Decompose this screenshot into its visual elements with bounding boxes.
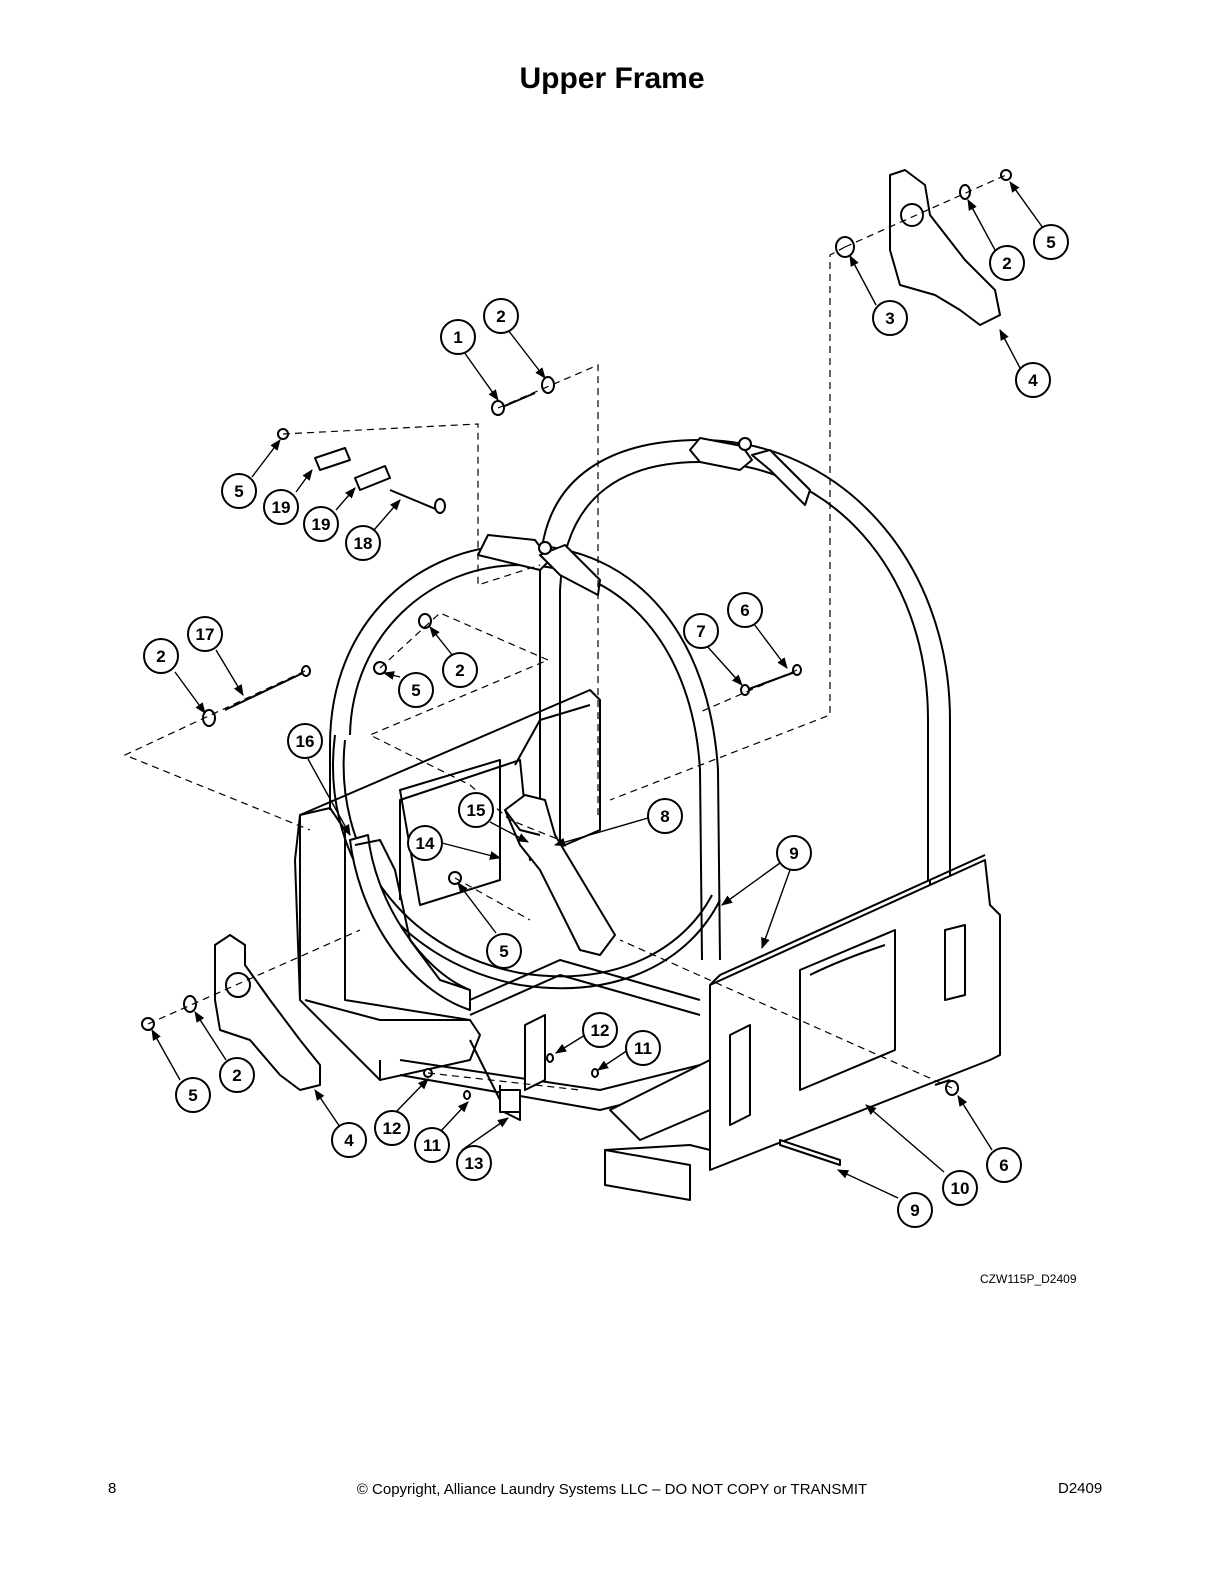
page-title: Upper Frame: [519, 62, 705, 95]
right-wedge-bracket: [889, 169, 1001, 326]
callout-17: 17: [187, 616, 223, 652]
callout-12: 12: [374, 1110, 410, 1146]
callout-4: 4: [1015, 362, 1051, 398]
callout-13: 13: [456, 1145, 492, 1181]
left-side-plate: [299, 807, 481, 1081]
callout-16: 16: [287, 723, 323, 759]
svg-text:18: 18: [354, 534, 373, 553]
document-number: D2409: [1058, 1480, 1103, 1497]
front-bottom-plate: [604, 1149, 691, 1201]
callout-4: 4: [331, 1122, 367, 1158]
callout-2: 2: [442, 652, 478, 688]
bolt-6-lower: [934, 1079, 951, 1086]
svg-text:2: 2: [496, 307, 505, 326]
rear-band-outer: [539, 439, 951, 880]
callout-12: 12: [582, 1012, 618, 1048]
callout-2: 2: [143, 638, 179, 674]
callout-5: 5: [398, 672, 434, 708]
copyright-notice: © Copyright, Alliance Laundry Systems LL…: [356, 1481, 868, 1498]
svg-text:10: 10: [951, 1179, 970, 1198]
svg-text:16: 16: [296, 732, 315, 751]
bottom-rail: [399, 1059, 721, 1091]
svg-text:15: 15: [467, 801, 486, 820]
callout-5: 5: [175, 1077, 211, 1113]
callout-15: 15: [458, 792, 494, 828]
bottom-strap: [779, 1139, 841, 1166]
svg-text:13: 13: [465, 1154, 484, 1173]
svg-text:5: 5: [234, 482, 243, 501]
drawing-code: CZW115P_D2409: [980, 1272, 1077, 1286]
bolt-1: [499, 392, 536, 409]
svg-text:7: 7: [696, 622, 705, 641]
svg-text:5: 5: [1046, 233, 1055, 252]
callout-14: 14: [407, 825, 443, 861]
front-band-inner: [349, 564, 703, 961]
svg-text:5: 5: [499, 942, 508, 961]
svg-text:9: 9: [789, 844, 798, 863]
callout-5: 5: [486, 933, 522, 969]
svg-text:17: 17: [196, 625, 215, 644]
callout-5: 5: [221, 473, 257, 509]
svg-text:6: 6: [740, 601, 749, 620]
rod-17: [224, 671, 306, 711]
callout-10: 10: [942, 1170, 978, 1206]
svg-text:2: 2: [1002, 254, 1011, 273]
svg-text:5: 5: [188, 1086, 197, 1105]
callout-3: 3: [872, 300, 908, 336]
callout-9: 9: [776, 835, 812, 871]
callout-19: 19: [303, 506, 339, 542]
callout-11: 11: [414, 1127, 450, 1163]
callout-11: 11: [625, 1030, 661, 1066]
callout-leaders: [151, 181, 1044, 1199]
page-number: 8: [108, 1480, 117, 1497]
svg-text:8: 8: [660, 807, 669, 826]
assembly-lines: [123, 174, 1007, 1091]
callout-5: 5: [1033, 224, 1069, 260]
svg-text:19: 19: [312, 515, 331, 534]
callout-1: 1: [440, 319, 476, 355]
svg-text:5: 5: [411, 681, 420, 700]
callout-9: 9: [897, 1192, 933, 1228]
svg-text:11: 11: [423, 1136, 441, 1155]
bolt-18: [389, 489, 439, 511]
callout-8: 8: [647, 798, 683, 834]
callout-2: 2: [219, 1057, 255, 1093]
svg-text:1: 1: [453, 328, 462, 347]
svg-text:4: 4: [344, 1131, 354, 1150]
callout-6: 6: [727, 592, 763, 628]
svg-text:12: 12: [591, 1021, 610, 1040]
callout-2: 2: [483, 298, 519, 334]
svg-text:12: 12: [383, 1119, 402, 1138]
callout-bubbles: 1 2 5 2 3 4 5 19 19 18 2 17 5 2 7 6 16 1…: [143, 224, 1069, 1228]
svg-text:9: 9: [910, 1201, 919, 1220]
callout-2: 2: [989, 245, 1025, 281]
svg-text:11: 11: [634, 1039, 652, 1058]
callout-7: 7: [683, 613, 719, 649]
callout-18: 18: [345, 525, 381, 561]
rear-band-inner: [559, 461, 929, 880]
svg-text:2: 2: [232, 1066, 241, 1085]
svg-text:2: 2: [156, 647, 165, 666]
svg-text:4: 4: [1028, 371, 1038, 390]
front-right-panel: [709, 859, 1001, 1171]
rear-band-clamp: [689, 437, 753, 471]
svg-text:19: 19: [272, 498, 291, 517]
center-support-bracket: [504, 794, 616, 956]
svg-text:14: 14: [416, 834, 435, 853]
callout-6: 6: [986, 1147, 1022, 1183]
svg-text:6: 6: [999, 1156, 1008, 1175]
svg-text:3: 3: [885, 309, 894, 328]
svg-text:2: 2: [455, 661, 464, 680]
pin-19b: [354, 465, 391, 491]
callout-19: 19: [263, 489, 299, 525]
pin-19a: [314, 447, 351, 471]
